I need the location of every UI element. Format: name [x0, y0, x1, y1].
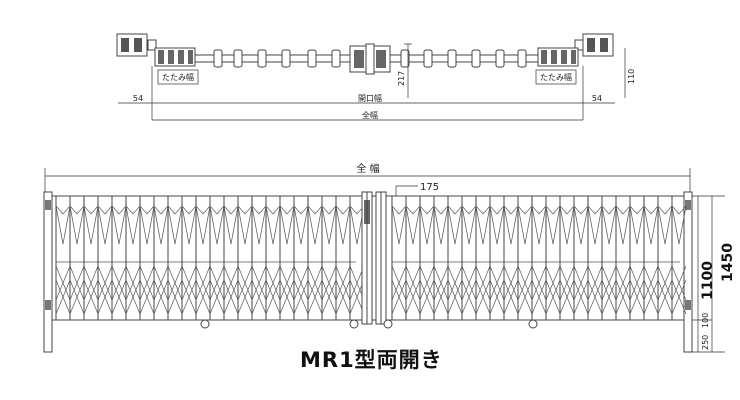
- right-fold-stack: [537, 47, 579, 67]
- total-width-elevation-label: 全 幅: [356, 162, 379, 175]
- diagram-caption: MR1型両開き: [300, 348, 443, 372]
- fold-width-right-label: たたみ幅: [540, 72, 572, 82]
- depth-110-label: 110: [627, 69, 636, 84]
- total-width-plan-label: 全幅: [362, 110, 378, 120]
- dim-250-label: 250: [701, 335, 710, 350]
- right-post-block: [574, 33, 614, 57]
- right-post: [683, 191, 693, 353]
- center-latch-posts: [361, 191, 387, 325]
- left-post: [43, 191, 53, 353]
- opening-width-label: 開口幅: [358, 93, 382, 103]
- height-1450-label: 1450: [720, 243, 736, 282]
- fold-width-left-label: たたみ幅: [162, 72, 194, 82]
- elevation-wheels: [200, 319, 538, 329]
- dim-100-label: 100: [701, 313, 710, 328]
- gap-175-label: 175: [420, 182, 439, 193]
- left-offset-label: 54: [133, 94, 143, 103]
- gate-lattice: [55, 196, 687, 320]
- height-1100-label: 1100: [700, 261, 716, 300]
- left-post-block: [116, 33, 157, 57]
- center-latch: [349, 43, 391, 75]
- left-fold-stack: [154, 47, 196, 67]
- plan-view: たたみ幅 たたみ幅 217 110 開口幅 54 54 全幅: [116, 33, 636, 121]
- right-offset-label: 54: [592, 94, 602, 103]
- plan-wheels: [213, 49, 527, 68]
- elevation-view: 全 幅 175: [43, 162, 736, 353]
- depth-217-label: 217: [397, 71, 406, 86]
